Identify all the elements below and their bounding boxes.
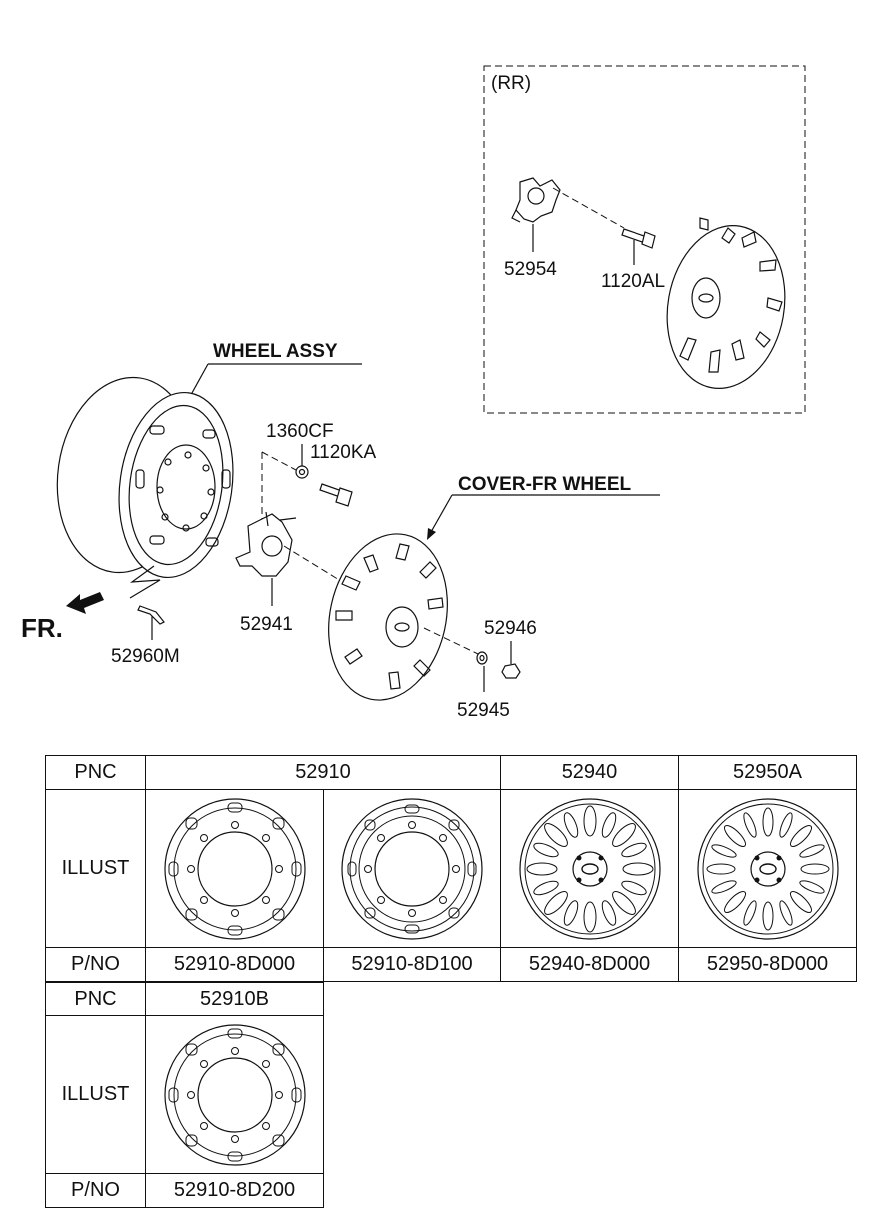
pnc-cell: 52950A [678, 755, 857, 790]
pno-cell: 52910-8D000 [145, 947, 324, 982]
callout-52960M: 52960M [111, 646, 180, 667]
illust-header: ILLUST [45, 1015, 146, 1174]
illust-cell [323, 789, 501, 948]
front-bracket-52941 [235, 511, 297, 577]
pno-cell: 52910-8D100 [323, 947, 501, 982]
pno-cell: 52940-8D000 [500, 947, 679, 982]
illust-row: ILLUST [45, 789, 857, 948]
wheel-cover-icon [518, 797, 661, 940]
steel-wheel-icon [163, 797, 306, 940]
illust-cell [500, 789, 679, 948]
pnc-cell: 52940 [500, 755, 679, 790]
pnc-row: PNC 52910 52940 52950A [45, 755, 857, 790]
pno-cell: 52950-8D000 [678, 947, 857, 982]
pnc-header: PNC [45, 982, 146, 1016]
callout-1120AL: 1120AL [601, 271, 665, 292]
pno-header: P/NO [45, 1173, 146, 1208]
steel-wheel-icon [341, 797, 483, 940]
callout-1120KA: 1120KA [310, 442, 377, 463]
illust-cell [678, 789, 857, 948]
illust-row: ILLUST [45, 1015, 324, 1174]
parts-table-1: PNC 52910 52940 52950A ILLUST [45, 755, 857, 982]
fr-label: FR. [21, 613, 63, 643]
illust-cell [145, 1015, 324, 1174]
pnc-row: PNC 52910B [45, 982, 324, 1016]
steel-wheel-icon [163, 1023, 306, 1166]
callout-52946: 52946 [484, 618, 537, 639]
callout-52954: 52954 [504, 259, 557, 280]
illust-header: ILLUST [45, 789, 146, 948]
steel-wheel [56, 376, 234, 579]
rr-wheel-cover [666, 217, 786, 389]
rr-bolt-1120AL [621, 228, 656, 249]
callout-1360CF: 1360CF [266, 421, 334, 442]
pno-row: P/NO 52910-8D000 52910-8D100 52940-8D000… [45, 947, 857, 982]
callout-52945: 52945 [457, 700, 510, 721]
pnc-cell: 52910B [145, 982, 324, 1016]
parts-table-2: PNC 52910B ILLUST P/NO 529 [45, 982, 324, 1208]
rr-group-box [483, 65, 806, 414]
callout-wheel-assy: WHEEL ASSY [213, 341, 338, 362]
pno-row: P/NO 52910-8D200 [45, 1173, 324, 1208]
illust-cell [145, 789, 324, 948]
fr-arrow-icon [66, 592, 104, 614]
pno-cell: 52910-8D200 [145, 1173, 324, 1208]
pnc-cell: 52910 [145, 755, 501, 790]
exploded-parts-diagram: (RR) 52954 1120AL WHEEL ASSY [21, 65, 806, 721]
front-wheel-cover [328, 533, 448, 701]
callout-52941: 52941 [240, 614, 293, 635]
callout-cover-fr-wheel: COVER-FR WHEEL [458, 474, 632, 495]
pno-header: P/NO [45, 947, 146, 982]
rr-bracket-52954 [511, 177, 561, 223]
rr-label: (RR) [491, 73, 531, 94]
pnc-header: PNC [45, 755, 146, 790]
wheel-cover-icon [696, 797, 839, 940]
